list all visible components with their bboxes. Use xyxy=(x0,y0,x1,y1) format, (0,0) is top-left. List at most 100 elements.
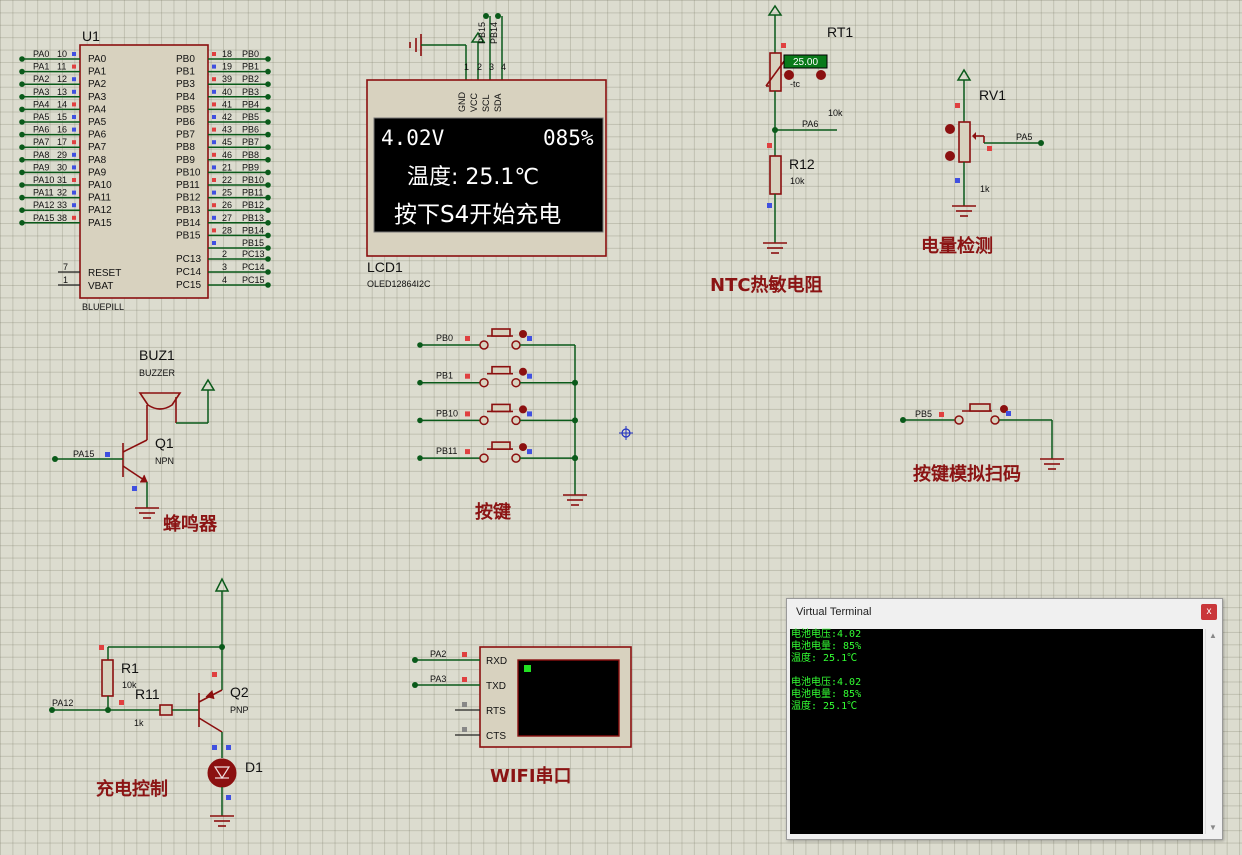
mcu-net-label: PA12 xyxy=(33,200,54,210)
mcu-pin-num: 40 xyxy=(222,87,232,97)
mcu-net-label: PB2 xyxy=(242,74,259,84)
lcd-battery-pct: 085% xyxy=(543,126,594,150)
mcu-pin-name: PA10 xyxy=(88,180,112,191)
keys-title: 按键 xyxy=(475,501,511,523)
q1-ref: Q1 xyxy=(155,435,174,451)
mcu-pin-name: PB14 xyxy=(176,218,201,229)
mcu-pin-name: PC13 xyxy=(176,254,201,265)
mcu-net-label: PB6 xyxy=(242,125,259,135)
scroll-down-icon[interactable]: ▼ xyxy=(1209,823,1217,832)
wifi-pin-txd: TXD xyxy=(486,681,506,692)
mcu-ref: U1 xyxy=(82,28,100,44)
lcd-net-pb14: PB14 xyxy=(489,22,499,44)
mcu-pin-name: PA7 xyxy=(88,142,107,153)
mcu-pin-num: 32 xyxy=(57,188,67,198)
wifi-pin-rts: RTS xyxy=(486,706,506,717)
mcu-pin-num: 10 xyxy=(57,49,67,59)
lcd-oled[interactable]: PB15 PB14 1 2 3 4 GND VCC SCL SDA 4.02V … xyxy=(366,13,607,289)
rv1-pot[interactable] xyxy=(958,121,971,163)
ntc-temp-readout[interactable]: 25.00 xyxy=(793,57,818,68)
mcu-pin-name: PA3 xyxy=(88,92,107,103)
lcd-pin-scl: SCL xyxy=(481,94,491,112)
d1-ref: D1 xyxy=(245,759,263,775)
key-net-label: PB11 xyxy=(436,446,457,456)
buzzer-circuit[interactable]: BUZ1 BUZZER PA15 Q1 NPN 蜂鸣器 xyxy=(52,347,218,535)
key-net-label: PB0 xyxy=(436,333,453,343)
mcu-net-label: PB9 xyxy=(242,162,259,172)
lcd-pin-4: 4 xyxy=(501,62,506,72)
mcu-pin-name: PB0 xyxy=(176,54,195,65)
virtual-terminal-window[interactable]: Virtual Terminal x 电池电压:4.02 电池电量: 85% 温… xyxy=(786,598,1223,840)
mcu-net-label: PB4 xyxy=(242,99,259,109)
mcu-net-label: PA5 xyxy=(33,112,49,122)
wifi-net-pa2: PA2 xyxy=(430,649,446,659)
key-button[interactable] xyxy=(491,403,511,413)
d1-led xyxy=(207,758,237,788)
lcd-net-pb15: PB15 xyxy=(477,22,487,44)
mcu-pin-name: PB11 xyxy=(176,180,200,191)
mcu-pin-num: 12 xyxy=(57,74,67,84)
key-button[interactable] xyxy=(491,441,511,450)
cursor-crosshair-icon xyxy=(619,426,633,440)
battery-sense[interactable]: PA5 RV1 1k 电量检测 xyxy=(921,68,1044,257)
lcd-pin-vcc: VCC xyxy=(469,92,479,112)
mcu-pin-name: PB13 xyxy=(176,205,201,216)
virtual-terminal-titlebar[interactable]: Virtual Terminal x xyxy=(787,599,1222,625)
mcu-pin-name: PA5 xyxy=(88,117,107,128)
mcu-pin-name: PC15 xyxy=(176,280,201,291)
mcu-pin-num: 3 xyxy=(222,262,227,272)
key-button[interactable] xyxy=(491,328,511,337)
close-button[interactable]: x xyxy=(1201,604,1217,620)
key-button[interactable] xyxy=(491,365,511,375)
mcu-net-label: PB7 xyxy=(242,137,259,147)
keyscan-net: PB5 xyxy=(915,409,932,419)
wifi-pin-cts: CTS xyxy=(486,731,506,742)
lcd-voltage: 4.02V xyxy=(381,126,445,150)
keyscan-button[interactable] xyxy=(969,403,991,412)
vbat-pin-name: VBAT xyxy=(88,281,113,292)
mcu-pin-num: 17 xyxy=(57,137,67,147)
buzzer-type: BUZZER xyxy=(139,368,176,378)
mcu-pin-num: 19 xyxy=(222,62,232,72)
mcu-net-label: PA9 xyxy=(33,162,49,172)
lcd-temperature: 温度: 25.1℃ xyxy=(407,165,539,190)
ntc-rt-value: 10k xyxy=(828,108,843,118)
mcu-pin-name: PA15 xyxy=(88,218,112,229)
mcu-pin-num: 27 xyxy=(222,213,232,223)
wifi-title: WIFI串口 xyxy=(490,766,572,787)
terminal-scrollbar[interactable]: ▲ ▼ xyxy=(1205,629,1221,834)
mcu-net-label: PA7 xyxy=(33,137,49,147)
lcd-prompt: 按下S4开始充电 xyxy=(394,202,561,228)
terminal-output[interactable]: 电池电压:4.02 电池电量: 85% 温度: 25.1℃ 电池电压:4.02 … xyxy=(790,629,1203,834)
terminal-line: 温度: 25.1℃ xyxy=(791,701,858,712)
vbat-pin-num: 1 xyxy=(63,275,68,285)
mcu-pin-num: 2 xyxy=(222,249,227,259)
keyscan-circuit[interactable]: PB5 按键模拟扫码 xyxy=(900,403,1064,485)
r12-value: 10k xyxy=(790,176,805,186)
mcu-pin-num: 18 xyxy=(222,49,232,59)
scroll-up-icon[interactable]: ▲ xyxy=(1209,631,1217,640)
key-net-label: PB10 xyxy=(436,408,458,418)
virtual-terminal-title: Virtual Terminal xyxy=(796,606,872,618)
terminal-line xyxy=(790,665,1203,677)
reset-pin-name: RESET xyxy=(88,268,121,279)
mcu-pin-num: 31 xyxy=(57,175,67,185)
wifi-module[interactable]: PA2 PA3 RXD TXD RTS CTS WIFI串口 xyxy=(412,646,632,787)
charge-title: 充电控制 xyxy=(96,778,168,800)
ntc-circuit[interactable]: RT1 25.00 -tc 10k PA6 R12 10k NTC热敏电阻 xyxy=(710,4,853,296)
mcu-pin-num: 39 xyxy=(222,74,232,84)
mcu-net-label: PA15 xyxy=(33,213,54,223)
mcu-net-label: PA4 xyxy=(33,99,49,109)
charge-net: PA12 xyxy=(52,698,73,708)
q2-ref: Q2 xyxy=(230,684,249,700)
charge-circuit[interactable]: R1 10k PA12 R11 1k Q2 PNP D1 充电控制 xyxy=(49,577,263,827)
ntc-unit: -tc xyxy=(790,79,800,89)
mcu-pin-num: 30 xyxy=(57,162,67,172)
mcu-net-label: PA11 xyxy=(33,188,54,198)
buzzer-net: PA15 xyxy=(73,449,94,459)
ntc-ref: RT1 xyxy=(827,24,853,40)
